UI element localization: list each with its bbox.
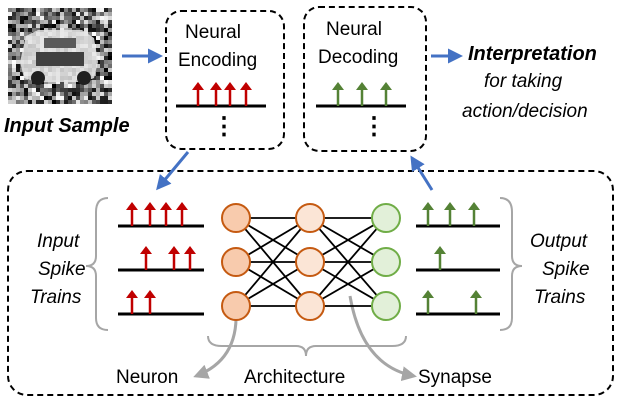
input-spike — [126, 290, 138, 314]
output-trains-line2: Spike — [542, 259, 590, 280]
input-spike — [168, 246, 180, 270]
neuron-label: Neuron — [116, 367, 179, 388]
encoding-more-dots: ⋮ — [212, 113, 236, 140]
input-spike — [144, 290, 156, 314]
output-spike — [444, 202, 456, 226]
input-spike — [176, 202, 188, 226]
hidden-neuron — [295, 291, 325, 321]
interpretation-title: Interpretation — [468, 43, 597, 65]
input-trains-line2: Spike — [38, 259, 86, 280]
snn-network-box — [7, 170, 614, 396]
input-sample-label: Input Sample — [4, 115, 130, 137]
architecture-label: Architecture — [244, 367, 346, 388]
hidden-neuron — [295, 247, 325, 277]
decoding-spike-train — [316, 82, 406, 108]
output-spike — [422, 290, 434, 314]
input-neuron — [221, 291, 251, 321]
hidden-neuron — [295, 203, 325, 233]
input-neuron — [221, 203, 251, 233]
arrow-to-synapse-label — [348, 295, 417, 382]
interpretation-line3: action/decision — [462, 101, 588, 122]
interpretation-line2: for taking — [484, 71, 563, 92]
output-neuron — [371, 247, 401, 277]
output-neuron — [371, 291, 401, 321]
neural-encoding-box — [165, 10, 285, 150]
encoding-spike-train — [176, 82, 266, 108]
synapse-connection — [309, 217, 387, 307]
arrow-encoding-to-network — [156, 151, 190, 191]
output-spike — [468, 202, 480, 226]
arrow-network-to-decoding — [410, 155, 434, 191]
architecture-brace — [207, 335, 407, 357]
input-trains-line3: Trains — [30, 287, 82, 308]
output-trains-line3: Trains — [534, 287, 586, 308]
output-spike — [422, 202, 434, 226]
decoding-spike — [356, 82, 368, 106]
decoding-spike — [380, 82, 392, 106]
input-spike — [184, 246, 196, 270]
encoding-title-line1: Neural — [185, 22, 241, 43]
input-trains-line1: Input — [37, 231, 80, 252]
encoding-spike — [210, 82, 222, 106]
encoding-spike — [224, 82, 236, 106]
output-spike — [434, 246, 446, 270]
arrow-to-neuron-label — [193, 311, 238, 379]
input-spike — [126, 202, 138, 226]
encoding-spike — [192, 82, 204, 106]
output-neuron — [371, 203, 401, 233]
decoding-more-dots: ⋮ — [362, 113, 386, 140]
decoding-title-line1: Neural — [326, 19, 382, 40]
decoding-title-line2: Decoding — [318, 47, 399, 68]
neural-decoding-box — [303, 6, 427, 152]
decoding-spike — [332, 82, 344, 106]
input-spike — [140, 246, 152, 270]
output-trains-line1: Output — [530, 231, 588, 252]
input-spike — [160, 202, 172, 226]
input-spike — [144, 202, 156, 226]
synapse-connection — [235, 217, 311, 307]
output-spike — [470, 290, 482, 314]
encoding-spike — [240, 82, 252, 106]
input-neuron — [221, 247, 251, 277]
output-brace — [499, 197, 523, 331]
input-brace — [85, 197, 109, 331]
encoding-title-line2: Encoding — [178, 50, 258, 71]
input-sample-image — [8, 8, 112, 104]
synapse-label: Synapse — [418, 367, 492, 388]
